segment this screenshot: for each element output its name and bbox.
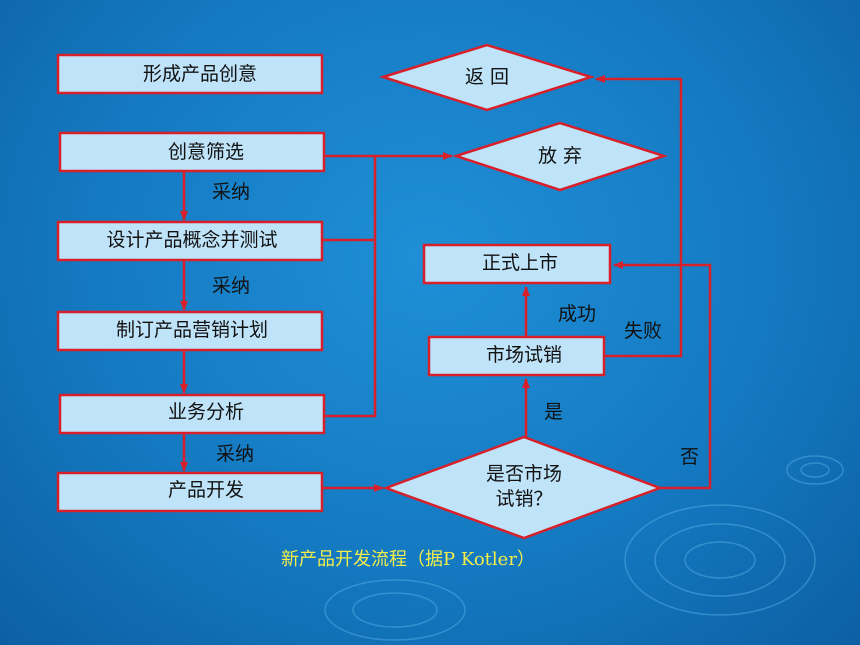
node-return: 返 回 bbox=[378, 43, 596, 112]
node-abandon: 放 弃 bbox=[451, 121, 669, 192]
node-business: 业务分析 bbox=[58, 393, 326, 435]
node-test-market-label: 市场试销 bbox=[486, 344, 562, 366]
edge-label-failure: 失败 bbox=[624, 320, 662, 342]
node-idea: 形成产品创意 bbox=[56, 53, 324, 95]
node-development-label: 产品开发 bbox=[168, 479, 244, 501]
node-launch-label: 正式上市 bbox=[482, 252, 558, 274]
node-return-label: 返 回 bbox=[465, 66, 509, 88]
node-screening: 创意筛选 bbox=[58, 131, 326, 173]
node-launch: 正式上市 bbox=[422, 243, 612, 285]
edge-label-yes: 是 bbox=[544, 401, 563, 423]
node-marketing-label: 制订产品营销计划 bbox=[116, 319, 268, 341]
node-development: 产品开发 bbox=[56, 471, 324, 513]
node-decision-label-line2: 试销？ bbox=[495, 488, 552, 510]
edge-label-success: 成功 bbox=[558, 303, 596, 325]
node-abandon-label: 放 弃 bbox=[538, 145, 582, 167]
node-test-market: 市场试销 bbox=[427, 335, 606, 377]
edge-label-adopt-3: 采纳 bbox=[216, 443, 254, 465]
arrow-decision-to-launch bbox=[613, 261, 712, 490]
arrow-test-market-to-return bbox=[595, 75, 683, 358]
line-business-to-collector bbox=[324, 156, 377, 418]
node-screening-label: 创意筛选 bbox=[168, 141, 244, 163]
node-marketing: 制订产品营销计划 bbox=[56, 310, 324, 352]
edge-label-adopt-1: 采纳 bbox=[212, 181, 250, 203]
background-ripples bbox=[324, 455, 844, 641]
edge-label-no: 否 bbox=[680, 446, 699, 468]
node-decision: 是否市场 试销？ bbox=[382, 435, 664, 540]
node-decision-label-line1: 是否市场 bbox=[486, 463, 562, 485]
node-concept: 设计产品概念并测试 bbox=[56, 220, 324, 262]
node-idea-label: 形成产品创意 bbox=[143, 63, 257, 85]
edge-label-adopt-2: 采纳 bbox=[212, 275, 250, 297]
node-concept-label: 设计产品概念并测试 bbox=[106, 228, 277, 251]
node-business-label: 业务分析 bbox=[168, 401, 244, 423]
diagram-caption: 新产品开发流程（据P Kotler） bbox=[281, 549, 535, 570]
